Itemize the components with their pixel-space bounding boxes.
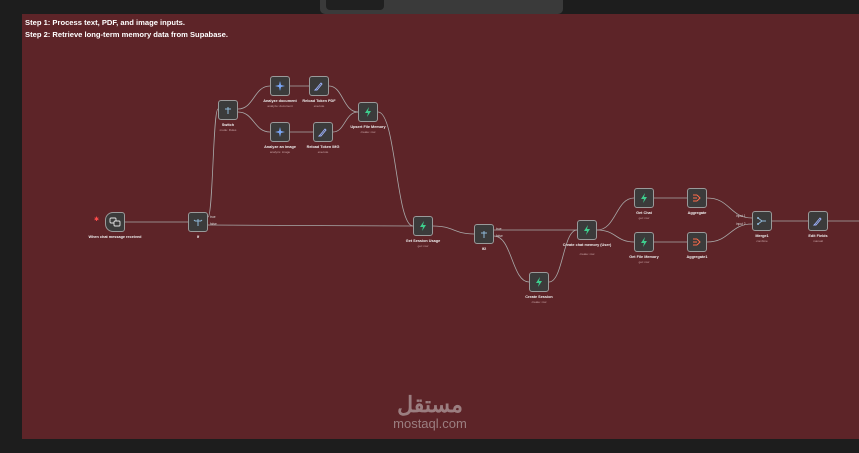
node-switch[interactable]: [218, 100, 238, 120]
error-indicator: ✱: [94, 217, 100, 223]
node-subtitle: create: row: [360, 130, 376, 134]
port-true: true: [210, 215, 216, 219]
node-label: Aggregate: [687, 211, 707, 215]
watermark-latin: mostaql.com: [393, 416, 467, 431]
wire-createchat-getchat: [596, 197, 635, 231]
sticky-note[interactable]: Step 1: Process text, PDF, and image inp…: [25, 17, 228, 41]
lightning-icon: [536, 277, 542, 287]
node-subtitle: get: row: [638, 216, 650, 220]
node-subtitle: create: row: [531, 300, 547, 304]
node-if2[interactable]: [474, 224, 494, 244]
node-subtitle: get: row: [417, 244, 429, 248]
wire-createsession-createchat: [548, 229, 578, 283]
node-subtitle: manual: [813, 239, 823, 243]
pencil-icon: [317, 128, 327, 137]
lightning-icon: [420, 221, 426, 231]
node-subtitle: execute: [317, 150, 329, 154]
pencil-icon: [313, 82, 323, 91]
node-edit-fields[interactable]: [808, 211, 828, 231]
workflow-canvas[interactable]: Step 1: Process text, PDF, and image inp…: [22, 14, 859, 439]
node-label: Upsert File Memory: [350, 125, 386, 129]
port-true: true: [496, 227, 502, 231]
wire-reloadimg-upsert: [332, 111, 359, 133]
node-label: Create Session: [525, 295, 553, 299]
node-label: Get Session Usage: [405, 239, 441, 243]
watermark: مستقل mostaql.com: [355, 393, 505, 431]
node-get-file-memory[interactable]: [634, 232, 654, 252]
node-reload-token-pdf[interactable]: [309, 76, 329, 96]
wire-if-getsession: [207, 224, 414, 227]
node-subtitle: create: row: [579, 252, 595, 256]
port-input-2: input 2: [736, 222, 746, 226]
node-get-session-usage[interactable]: [413, 216, 433, 236]
sparkle-icon: [275, 127, 285, 137]
node-label: Analyze an image: [264, 145, 296, 149]
port-false: false: [496, 234, 503, 238]
node-label: Get File Memory: [629, 255, 659, 259]
sign-split-icon: [225, 107, 231, 114]
wire-createchat-getfile: [596, 229, 635, 243]
node-label: Reload Token IMG: [306, 145, 340, 149]
node-aggregate1[interactable]: [687, 232, 707, 252]
port-false: false: [210, 222, 217, 226]
wire-reloadpdf-upsert: [328, 85, 359, 113]
node-reload-token-img[interactable]: [313, 122, 333, 142]
node-if[interactable]: [188, 212, 208, 232]
node-label: Reload Token PDF: [302, 99, 336, 103]
wire-aggregate1-merge: [706, 223, 753, 243]
connections-layer: [125, 85, 859, 283]
node-merge1[interactable]: [752, 211, 772, 231]
wire-if-switch: [207, 108, 219, 218]
node-analyze-image[interactable]: [270, 122, 290, 142]
node-create-chat-memory[interactable]: [577, 220, 597, 240]
wire-if2-createsession: [493, 235, 530, 283]
node-subtitle: combine: [756, 239, 768, 243]
aggregate-icon: [693, 194, 701, 202]
lightning-icon: [641, 237, 647, 247]
wire-switch-analyzedoc: [237, 85, 271, 110]
node-subtitle: mode: Rules: [219, 128, 237, 132]
wire-switch-analyzeimg: [237, 111, 271, 133]
node-subtitle: execute: [313, 104, 325, 108]
node-label: When chat message received: [88, 235, 142, 239]
port-input-1: input 1: [736, 214, 746, 218]
toolbar-tab[interactable]: [326, 0, 384, 10]
node-chat-trigger[interactable]: [105, 212, 125, 232]
sticky-note-line-1: Step 1: Process text, PDF, and image inp…: [25, 18, 185, 27]
lightning-icon: [641, 193, 647, 203]
watermark-arabic: مستقل: [397, 392, 463, 417]
node-aggregate[interactable]: [687, 188, 707, 208]
chat-bubbles-icon: [109, 217, 121, 227]
sign-split-icon: [193, 219, 203, 226]
node-label: Create chat memory (User): [562, 243, 612, 247]
node-subtitle: get: row: [638, 260, 650, 264]
lightning-icon: [584, 225, 590, 235]
node-label: Aggregate1: [686, 255, 708, 259]
node-label: Edit Fields: [808, 234, 828, 238]
node-label: Analyze document: [263, 99, 297, 103]
wire-upsert-getsession: [377, 111, 414, 227]
node-upsert-file-memory[interactable]: [358, 102, 378, 122]
node-analyze-document[interactable]: [270, 76, 290, 96]
wire-getsession-if2: [432, 225, 475, 235]
pencil-icon: [812, 217, 822, 226]
node-label: Get Chat: [636, 211, 652, 215]
node-get-chat[interactable]: [634, 188, 654, 208]
sign-split-icon: [481, 231, 487, 238]
node-create-session[interactable]: [529, 272, 549, 292]
node-label: Merge1: [755, 234, 769, 238]
node-subtitle: analyze: document: [267, 104, 293, 108]
sparkle-icon: [275, 81, 285, 91]
lightning-icon: [365, 107, 371, 117]
merge-icon: [757, 217, 766, 225]
node-label: If2: [481, 247, 487, 251]
node-label: If: [196, 235, 200, 239]
node-label: Switch: [221, 123, 235, 127]
node-subtitle: analyze: image: [269, 150, 291, 154]
top-toolbar: [320, 0, 563, 14]
wire-aggregate-merge: [706, 197, 753, 219]
sticky-note-line-2: Step 2: Retrieve long-term memory data f…: [25, 30, 228, 39]
aggregate-icon: [693, 238, 701, 246]
